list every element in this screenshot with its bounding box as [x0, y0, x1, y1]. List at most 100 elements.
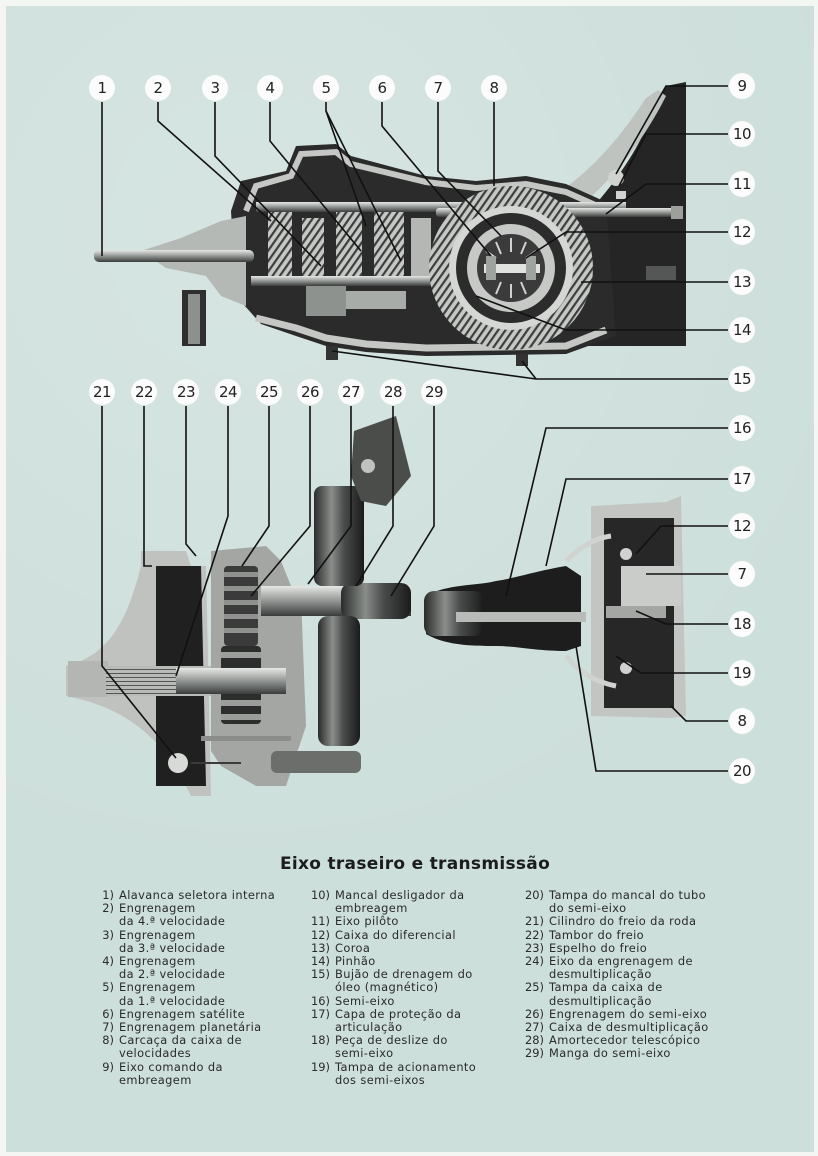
legend-item-text: Engrenagem da 2.ª velocidade — [119, 954, 226, 982]
legend-item: 16)Semi-eixo — [308, 993, 528, 1008]
legend-item-text: Eixo comando da embreagem — [119, 1059, 223, 1087]
legend-item-number: 15) — [311, 967, 330, 982]
legend-item: 23)Espelho do freio — [522, 940, 762, 955]
callout-1: 1 — [89, 75, 115, 101]
legend-item-text: Engrenagem do semi-eixo — [549, 1006, 708, 1021]
legend-item: 25) Tampa da caixa de desmultiplicação — [522, 980, 762, 1008]
callout-13: 13 — [729, 269, 755, 295]
legend-item: 17) Capa de proteção da articulação — [308, 1006, 528, 1035]
legend-item: 3)Engrenagem da 3.ª velocidade — [92, 927, 312, 955]
legend-item-number: 2) — [102, 901, 114, 916]
callout-15: 15 — [729, 366, 755, 392]
callout-20: 20 — [729, 758, 755, 784]
legend-item-number: 24) — [525, 954, 544, 969]
legend-item-number: 20) — [525, 888, 544, 902]
callout-6: 6 — [369, 75, 395, 101]
transmission-cutaway — [94, 82, 686, 366]
legend-item-text: Manga do semi-eixo — [549, 1046, 671, 1061]
legend-item: 10)Mancal desligador da embreagem — [308, 888, 528, 915]
legend-item-number: 4) — [102, 954, 114, 969]
legend-item: 8)Carcaça da caixa de velocidades — [92, 1033, 312, 1061]
callout-3: 3 — [202, 75, 228, 101]
legend-item-number: 8) — [102, 1033, 114, 1048]
legend-item-text: Alavanca seletora interna — [119, 888, 276, 902]
legend-item: 5) Engrenagem da 1.ª velocidade — [92, 980, 312, 1008]
callout-7: 7 — [425, 75, 451, 101]
legend-item: 24) Eixo da engrenagem de desmultiplicaçã… — [522, 954, 762, 982]
callout-12: 12 — [729, 219, 755, 245]
callout-22: 22 — [131, 379, 157, 405]
legend-item-text: Bujão de drenagem do óleo (magnético) — [335, 967, 473, 995]
legend-item-number: 23) — [525, 940, 544, 955]
callout-25: 25 — [256, 379, 282, 405]
legend-item: 14)Pinhão — [308, 954, 528, 969]
callout-4: 4 — [257, 75, 283, 101]
callout-26: 26 — [297, 379, 323, 405]
legend-item-number: 7) — [102, 1020, 114, 1035]
legend-item: 6)Engrenagem satélite — [92, 1006, 312, 1021]
legend-item: 7)Engrenagem planetária — [92, 1020, 312, 1035]
legend-item-number: 5) — [102, 980, 114, 995]
legend-item-text: Engrenagem da 1.ª velocidade — [119, 980, 226, 1008]
legend-item-text: Capa de proteção da articulação — [335, 1006, 462, 1035]
legend-item-text: Tampa da caixa de desmultiplicação — [549, 980, 663, 1008]
legend-item-text: Tambor do freio — [549, 927, 645, 942]
legend-item-number: 12) — [311, 927, 330, 942]
callout-11: 11 — [729, 171, 755, 197]
legend-item-text: Tampa de acionamento dos semi-eixos — [335, 1059, 477, 1087]
legend-item-text: Amortecedor telescópico — [549, 1033, 701, 1048]
legend-item-number: 11) — [311, 914, 330, 929]
callout-14: 14 — [729, 317, 755, 343]
legend-item-text: Caixa do diferencial — [335, 927, 456, 942]
legend-item-number: 19) — [311, 1059, 330, 1074]
legend-item-number: 9) — [102, 1059, 114, 1074]
legend-item-text: Engrenagem da 3.ª velocidade — [119, 927, 226, 955]
legend-item: 1)Alavanca seletora interna — [92, 888, 312, 902]
callout-24: 24 — [215, 379, 241, 405]
manual-page: 1 2 3 4 5 6 7 8 9 10 11 12 13 14 15 21 2… — [6, 6, 814, 1152]
callout-21: 21 — [89, 379, 115, 405]
legend-item-number: 18) — [311, 1033, 330, 1048]
callout-19: 19 — [729, 660, 755, 686]
legend-item-text: Cilindro do freio da roda — [549, 914, 697, 929]
legend-item-number: 29) — [525, 1046, 544, 1061]
callout-29: 29 — [421, 379, 447, 405]
callout-12-lower: 12 — [729, 513, 755, 539]
legend-item-number: 25) — [525, 980, 544, 995]
legend-item-number: 13) — [311, 940, 330, 955]
legend-item: 27)Caixa de desmultiplicação — [522, 1020, 762, 1035]
legend-item-number: 17) — [311, 1006, 330, 1021]
legend-item: 2)Engrenagem da 4.ª velocidade — [92, 901, 312, 929]
reduction-gearbox — [66, 416, 411, 796]
callout-28: 28 — [380, 379, 406, 405]
legend-item-text: Peça de deslize do semi-eixo — [335, 1033, 448, 1061]
leader-lines — [101, 85, 728, 772]
legend-item-number: 26) — [525, 1006, 544, 1021]
legend-item: 22) Tambor do freio — [522, 927, 762, 942]
legend-item-number: 28) — [525, 1033, 544, 1048]
callout-5: 5 — [313, 75, 339, 101]
legend-item: 11)Eixo pilôto — [308, 915, 528, 928]
callout-16: 16 — [729, 415, 755, 441]
legend-item: 28) Amortecedor telescópico — [522, 1034, 762, 1047]
legend-item-text: Coroa — [335, 940, 371, 955]
legend-item: 29) Manga do semi-eixo — [522, 1047, 762, 1060]
callout-23: 23 — [173, 379, 199, 405]
legend-item: 13) Coroa — [308, 940, 528, 955]
legend-item-text: Pinhão — [335, 954, 376, 969]
legend-item-text: Caixa de desmultiplicação — [549, 1020, 709, 1035]
legend-item-number: 21) — [525, 914, 544, 929]
legend-item-text: Semi-eixo — [335, 993, 395, 1008]
callout-8: 8 — [481, 75, 507, 101]
callout-7-lower: 7 — [729, 561, 755, 587]
legend-item: 18) Peça de deslize do semi-eixo — [308, 1033, 528, 1061]
legend-item-text: Engrenagem satélite — [119, 1006, 246, 1021]
callout-8-lower: 8 — [729, 708, 755, 734]
legend-item-number: 22) — [525, 927, 544, 942]
legend-item: 4) Engrenagem da 2.ª velocidade — [92, 954, 312, 982]
callout-18: 18 — [729, 611, 755, 637]
legend-item-text: Eixo da engrenagem de desmultiplicação — [549, 954, 693, 982]
